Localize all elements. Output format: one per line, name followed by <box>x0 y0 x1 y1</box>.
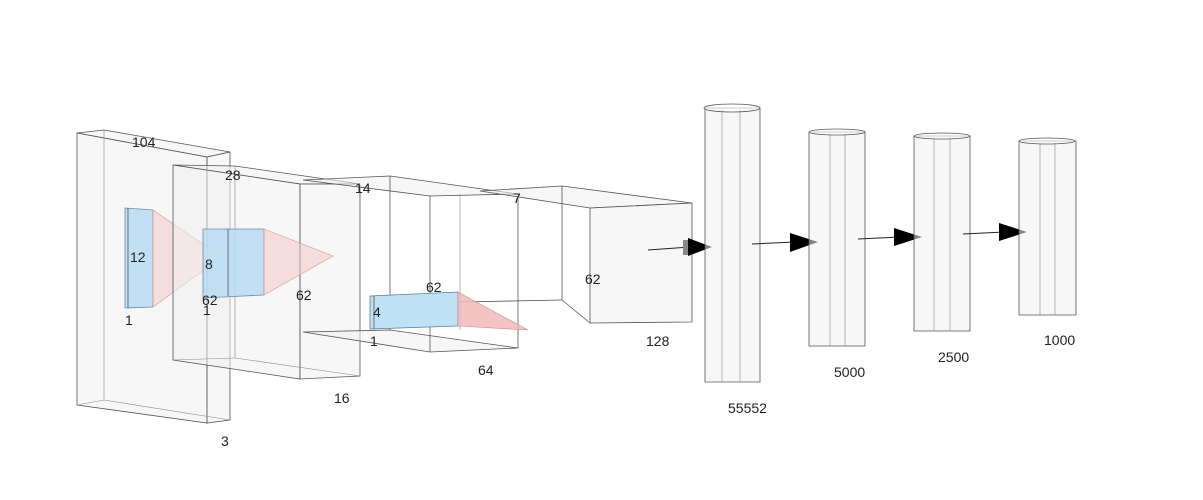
kernel-1-next-label: 8 <box>205 256 213 272</box>
kernel-3-height-label: 4 <box>373 304 381 320</box>
fc4-top <box>1018 137 1076 145</box>
conv2-width-label: 14 <box>355 180 371 196</box>
fc2-top <box>808 128 866 136</box>
conv1-height-label: 62 <box>296 287 312 303</box>
kernel-3 <box>369 291 529 331</box>
input-bottom-side-edge <box>76 399 105 406</box>
conv1-bottom-edge <box>172 357 236 361</box>
kernel-2 <box>202 228 334 299</box>
input-bottom-back-edge <box>103 399 231 421</box>
conv3-bottom-edge <box>561 299 591 324</box>
arrow-fc3-fc4-line <box>962 231 1006 235</box>
fc1-body <box>704 107 761 383</box>
kernel-3-projection <box>457 291 529 331</box>
fc3-body <box>913 135 971 332</box>
kernel-3-top-label: 62 <box>426 279 442 295</box>
layer-fc2 <box>808 128 866 347</box>
conv1-side-face <box>299 183 361 380</box>
conv1-width-label: 28 <box>225 167 241 183</box>
layer-fc1 <box>703 103 761 383</box>
arrow-fc2-fc3-line <box>857 236 901 240</box>
arrow-fc3-fc4-head <box>999 223 1027 241</box>
kernel-1-height-label: 12 <box>130 249 146 265</box>
kernel-3-box <box>369 291 459 330</box>
fc2-size-label: 5000 <box>834 364 865 380</box>
arrow-fc2-fc3-head <box>894 228 922 246</box>
fc4-size-label: 1000 <box>1044 332 1075 348</box>
arrow-fc1-fc2-line <box>751 241 796 245</box>
flatten-arrow <box>647 238 712 256</box>
input-depth-label: 3 <box>221 433 229 449</box>
fc4-body <box>1018 140 1077 316</box>
conv3-front-face <box>589 202 693 324</box>
labels: 104 3 12 1 8 28 62 1 62 16 14 62 4 1 64 … <box>125 134 1075 449</box>
fc3-size-label: 2500 <box>938 349 969 365</box>
conv3-height-label: 62 <box>585 271 601 287</box>
conv2-depth-label: 64 <box>478 362 494 378</box>
fc1-size-label: 55552 <box>728 400 767 416</box>
arrow-fc2-fc3 <box>857 228 922 246</box>
arrow-fc1-fc2-head <box>790 233 818 252</box>
kernel-3-width-label: 1 <box>370 333 378 349</box>
flatten-arrow-head <box>688 238 712 256</box>
layer-conv3 <box>459 185 693 324</box>
conv3-width-label: 7 <box>513 190 521 206</box>
layer-fc3 <box>913 132 971 332</box>
kernel-2-width-label: 1 <box>203 302 211 318</box>
fc1-top <box>703 103 761 113</box>
conv1-bottom-back-edge <box>234 357 361 377</box>
arrow-fc3-fc4 <box>962 223 1027 241</box>
conv1-depth-label: 16 <box>334 390 350 406</box>
conv3-bottom-left-edge <box>459 299 563 303</box>
kernel-1-width-label: 1 <box>125 312 133 328</box>
kernel-2-height-label: 62 <box>202 292 218 308</box>
kernel-2-projection <box>263 228 334 296</box>
layer-fc4 <box>1018 137 1077 316</box>
arrow-fc1-fc2 <box>751 233 818 252</box>
input-width-label: 104 <box>132 134 156 150</box>
fc3-top <box>913 132 971 140</box>
fc2-body <box>808 131 866 347</box>
conv3-depth-label: 128 <box>646 333 670 349</box>
